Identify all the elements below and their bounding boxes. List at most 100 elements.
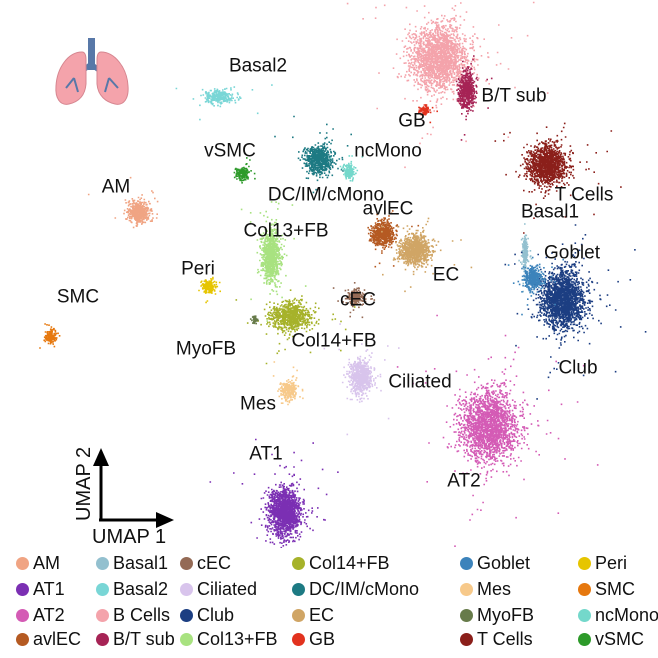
cluster-points — [418, 104, 438, 124]
cluster-ncmono — [329, 155, 364, 182]
legend-label: AT1 — [33, 579, 65, 599]
legend-item: EC — [292, 606, 334, 624]
legend-swatch — [292, 608, 305, 622]
cluster-points — [518, 223, 533, 293]
cluster-label: AT1 — [249, 443, 283, 464]
legend-label: AT2 — [33, 605, 65, 625]
legend-label: Col13+FB — [197, 629, 278, 649]
legend-item: Goblet — [460, 554, 530, 572]
legend-item: Mes — [460, 580, 511, 598]
cluster-at2 — [396, 314, 599, 547]
cluster-label: DC/IM/cMono — [267, 184, 385, 206]
legend-label: Peri — [595, 553, 628, 573]
cluster-label: SMC — [56, 286, 100, 308]
legend-item: AT2 — [16, 606, 65, 624]
legend-item: Basal2 — [96, 580, 168, 598]
cluster-club — [504, 207, 647, 400]
legend-swatch — [96, 632, 109, 646]
legend-label: avlEC — [33, 629, 82, 649]
cluster-points — [381, 217, 473, 293]
cluster-basal2 — [175, 84, 273, 121]
cluster-basal1 — [518, 223, 533, 293]
legend-item: vSMC — [578, 630, 644, 648]
cluster-points — [175, 84, 273, 121]
cluster-avlec — [367, 210, 420, 268]
legend-label: SMC — [595, 579, 635, 599]
cluster-points — [272, 361, 304, 406]
cluster-points — [494, 122, 622, 234]
legend-item: Col14+FB — [292, 554, 390, 572]
lungs-icon — [55, 38, 129, 105]
legend-item: Basal1 — [96, 554, 168, 572]
cluster-b-cells — [346, 1, 549, 169]
legend-label: Goblet — [477, 553, 531, 573]
legend-label: cEC — [197, 553, 232, 573]
x-axis-label: UMAP 1 — [92, 526, 167, 548]
cluster-label: Col14+FB — [291, 330, 377, 352]
cluster-label: ncMono — [354, 140, 422, 162]
legend-swatch — [96, 556, 109, 570]
cluster-myofb — [249, 315, 259, 325]
cluster-vsmc — [233, 157, 256, 184]
legend-label: B Cells — [113, 605, 171, 625]
legend-item: Club — [180, 606, 234, 624]
cluster-dc-im-cmono — [274, 115, 352, 194]
legend-swatch — [180, 632, 193, 646]
cluster-ciliated — [323, 323, 400, 436]
legend-item: B/T sub — [96, 630, 175, 648]
cluster-points — [332, 282, 376, 319]
cluster-label: T Cells — [554, 184, 614, 206]
cluster-cec — [332, 282, 376, 319]
cluster-points — [249, 315, 259, 325]
legend-item: T Cells — [460, 630, 533, 648]
legend-label: Ciliated — [197, 579, 258, 599]
legend-item: B Cells — [96, 606, 170, 624]
cluster-points — [240, 197, 307, 322]
legend-swatch — [292, 556, 305, 570]
cluster-smc — [39, 323, 61, 349]
cluster-col14-fb — [235, 289, 360, 365]
cluster-label: vSMC — [204, 140, 256, 162]
legend-swatch — [96, 608, 109, 622]
legend-item: DC/IM/cMono — [292, 580, 419, 598]
legend-swatch — [180, 556, 193, 570]
legend-label: vSMC — [595, 629, 644, 649]
legend-swatch — [16, 632, 29, 646]
legend-item: cEC — [180, 554, 231, 572]
legend-label: MyoFB — [477, 605, 535, 625]
cluster-points — [235, 289, 360, 365]
cluster-label: AM — [101, 176, 131, 198]
legend-swatch — [180, 582, 193, 596]
cluster-points — [87, 176, 159, 229]
cluster-points — [274, 115, 352, 194]
cluster-points — [329, 155, 364, 182]
legend-label: Mes — [477, 579, 512, 599]
cluster-points — [198, 276, 221, 304]
legend-swatch — [578, 632, 591, 646]
legend-swatch — [96, 582, 109, 596]
legend-item: MyoFB — [460, 606, 534, 624]
cluster-label: Peri — [181, 258, 215, 280]
legend-swatch — [16, 556, 29, 570]
umap-axis-arrows — [93, 448, 174, 528]
y-axis-label: UMAP 2 — [73, 446, 95, 521]
legend-label: ncMono — [595, 605, 658, 625]
cluster-col13-fb — [240, 197, 307, 322]
legend-item: AM — [16, 554, 60, 572]
legend-swatch — [292, 632, 305, 646]
legend-swatch — [460, 608, 473, 622]
legend-label: Club — [197, 605, 235, 625]
cluster-label: Goblet — [544, 242, 600, 264]
legend-item: Peri — [578, 554, 627, 572]
legend-label: Basal2 — [113, 579, 169, 599]
cluster-points — [455, 55, 493, 141]
legend-swatch — [578, 608, 591, 622]
legend-item: GB — [292, 630, 335, 648]
cluster-label: EC — [432, 264, 460, 286]
cluster-label: Col13+FB — [243, 220, 329, 242]
cluster-peri — [198, 276, 221, 304]
legend-label: GB — [309, 629, 336, 649]
cluster-label: Mes — [240, 393, 276, 415]
legend-swatch — [16, 608, 29, 622]
